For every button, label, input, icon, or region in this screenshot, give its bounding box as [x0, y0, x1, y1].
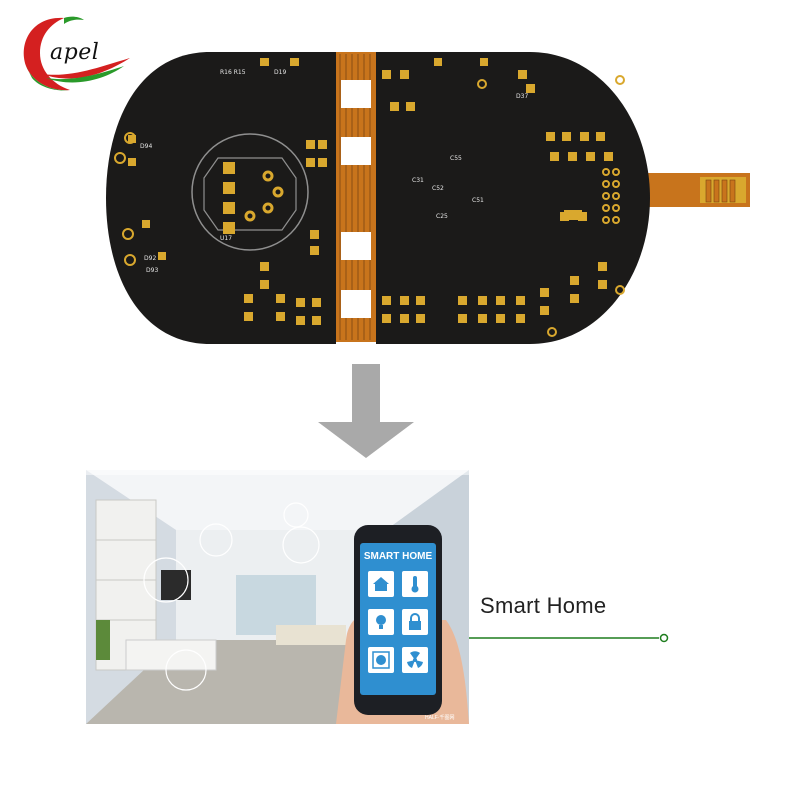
down-arrow-icon: [316, 364, 416, 460]
thermometer-icon: [402, 571, 428, 597]
fan-icon: [368, 647, 394, 673]
home-icon: [368, 571, 394, 597]
hazard-icon: [402, 647, 428, 673]
svg-text:U17: U17: [220, 235, 232, 242]
svg-text:R16 R15: R16 R15: [220, 69, 246, 76]
smartphone: SMART HOME: [354, 525, 442, 715]
lock-icon: [402, 609, 428, 635]
svg-text:D19: D19: [274, 69, 286, 76]
svg-text:D94: D94: [140, 143, 152, 150]
svg-text:D92: D92: [144, 255, 156, 262]
svg-text:D93: D93: [146, 267, 158, 274]
capel-logo: apel: [12, 8, 142, 103]
label-connector-line: [469, 633, 669, 643]
phone-title: SMART HOME: [363, 551, 433, 562]
svg-text:C31: C31: [412, 177, 424, 184]
logo-text: apel: [50, 40, 100, 65]
svg-text:C55: C55: [450, 155, 462, 162]
smart-home-label: Smart Home: [480, 593, 607, 618]
phone-screen: SMART HOME: [360, 543, 436, 695]
capel-swoosh-icon: [23, 16, 130, 91]
smart-home-room-photo: SMART HOME HALF·千图网: [86, 470, 469, 724]
svg-text:D37: D37: [516, 93, 528, 100]
svg-text:C52: C52: [432, 185, 444, 192]
bulb-icon: [368, 609, 394, 635]
svg-text:C51: C51: [472, 197, 484, 204]
photo-caption: HALF·千图网: [425, 715, 455, 721]
svg-text:C25: C25: [436, 213, 448, 220]
